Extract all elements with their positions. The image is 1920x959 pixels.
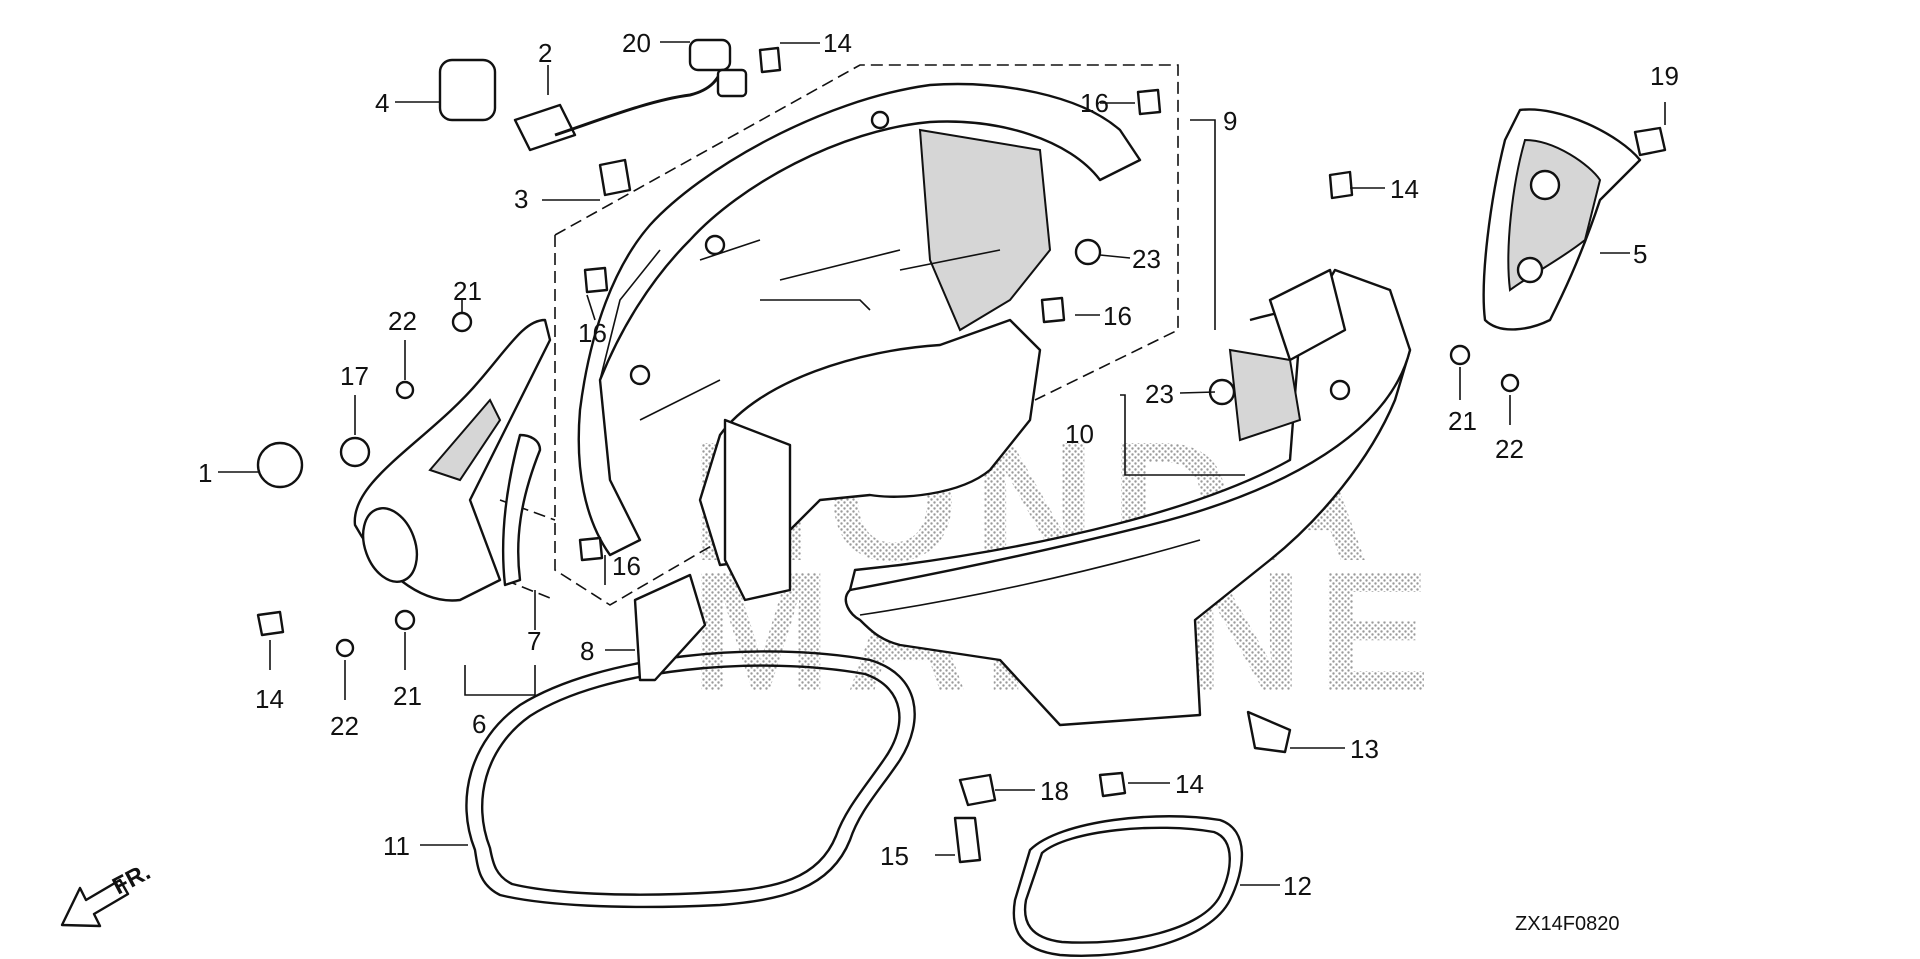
callout-14-left: 14 bbox=[255, 684, 284, 714]
callout-14-right: 14 bbox=[1390, 174, 1419, 204]
leader-lines bbox=[218, 41, 1666, 886]
clip-16c bbox=[578, 536, 604, 562]
callout-12: 12 bbox=[1283, 871, 1312, 901]
clip-16b bbox=[1040, 296, 1066, 324]
grommet-4 bbox=[438, 58, 497, 122]
callout-15: 15 bbox=[880, 841, 909, 871]
bolt-14a bbox=[758, 46, 782, 74]
clip-18 bbox=[958, 773, 997, 807]
callout-21-a: 21 bbox=[453, 276, 482, 306]
callout-10: 10 bbox=[1065, 419, 1094, 449]
nut-17 bbox=[339, 436, 371, 468]
callout-21-b: 21 bbox=[393, 681, 422, 711]
callout-21-c: 21 bbox=[1448, 406, 1477, 436]
callout-13: 13 bbox=[1350, 734, 1379, 764]
fastener-15 bbox=[953, 816, 982, 864]
clip-3 bbox=[598, 158, 632, 197]
front-cover-frame bbox=[577, 82, 1142, 602]
large-seal bbox=[465, 650, 916, 909]
clip-16d bbox=[1136, 88, 1162, 116]
washer-21b bbox=[394, 609, 416, 631]
screw-22a bbox=[395, 380, 415, 400]
front-arrow-icon bbox=[60, 878, 130, 928]
washer-21c bbox=[1449, 344, 1471, 366]
clamp-20 bbox=[688, 38, 732, 72]
bolt-14b bbox=[256, 610, 285, 637]
callout-1: 1 bbox=[198, 458, 212, 488]
callout-8: 8 bbox=[580, 636, 594, 666]
diagram-code: ZX14F0820 bbox=[1515, 913, 1620, 935]
callout-4: 4 bbox=[375, 88, 389, 118]
sensor-2 bbox=[513, 103, 577, 152]
callout-16-b: 16 bbox=[1103, 301, 1132, 331]
assembly-outline-9 bbox=[554, 64, 1179, 606]
callout-16-d: 16 bbox=[1080, 88, 1109, 118]
part-8-bracket bbox=[633, 573, 707, 682]
callout-18: 18 bbox=[1040, 776, 1069, 806]
callout-16-c: 16 bbox=[612, 551, 641, 581]
callout-7: 7 bbox=[527, 626, 541, 656]
hardware bbox=[256, 38, 1667, 864]
bolt-14c bbox=[1328, 170, 1354, 200]
callout-22-c: 22 bbox=[1495, 434, 1524, 464]
clip-16a bbox=[583, 266, 609, 294]
front-direction-indicator: FR. bbox=[60, 858, 155, 928]
callouts: 1 2 3 4 5 6 7 8 9 10 11 12 13 14 14 14 1… bbox=[198, 28, 1679, 901]
callout-19: 19 bbox=[1650, 61, 1679, 91]
callout-14-top: 14 bbox=[823, 28, 852, 58]
callout-2: 2 bbox=[538, 38, 552, 68]
drain-13 bbox=[1246, 710, 1292, 754]
knob-1 bbox=[256, 441, 304, 489]
callout-11: 11 bbox=[383, 831, 410, 861]
callout-22-a: 22 bbox=[388, 306, 417, 336]
callout-9: 9 bbox=[1223, 106, 1237, 136]
callout-23-a: 23 bbox=[1132, 244, 1161, 274]
callout-3: 3 bbox=[514, 184, 528, 214]
callout-17: 17 bbox=[340, 361, 369, 391]
grip-assembly bbox=[353, 318, 552, 602]
callout-22-b: 22 bbox=[330, 711, 359, 741]
plug-23a bbox=[1074, 238, 1102, 266]
callout-6: 6 bbox=[472, 709, 486, 739]
callout-23-b: 23 bbox=[1145, 379, 1174, 409]
lower-cover bbox=[844, 268, 1412, 727]
rear-panel bbox=[1482, 108, 1642, 331]
callout-14-bottom: 14 bbox=[1175, 769, 1204, 799]
screw-22b bbox=[335, 638, 355, 658]
washer-21a bbox=[451, 311, 473, 333]
bolt-14d bbox=[1098, 771, 1127, 798]
callout-5: 5 bbox=[1633, 239, 1647, 269]
screw-19 bbox=[1633, 126, 1667, 157]
callout-20: 20 bbox=[622, 28, 651, 58]
screw-22c bbox=[1500, 373, 1520, 393]
small-seal bbox=[1012, 815, 1244, 957]
callout-16-a: 16 bbox=[578, 318, 607, 348]
